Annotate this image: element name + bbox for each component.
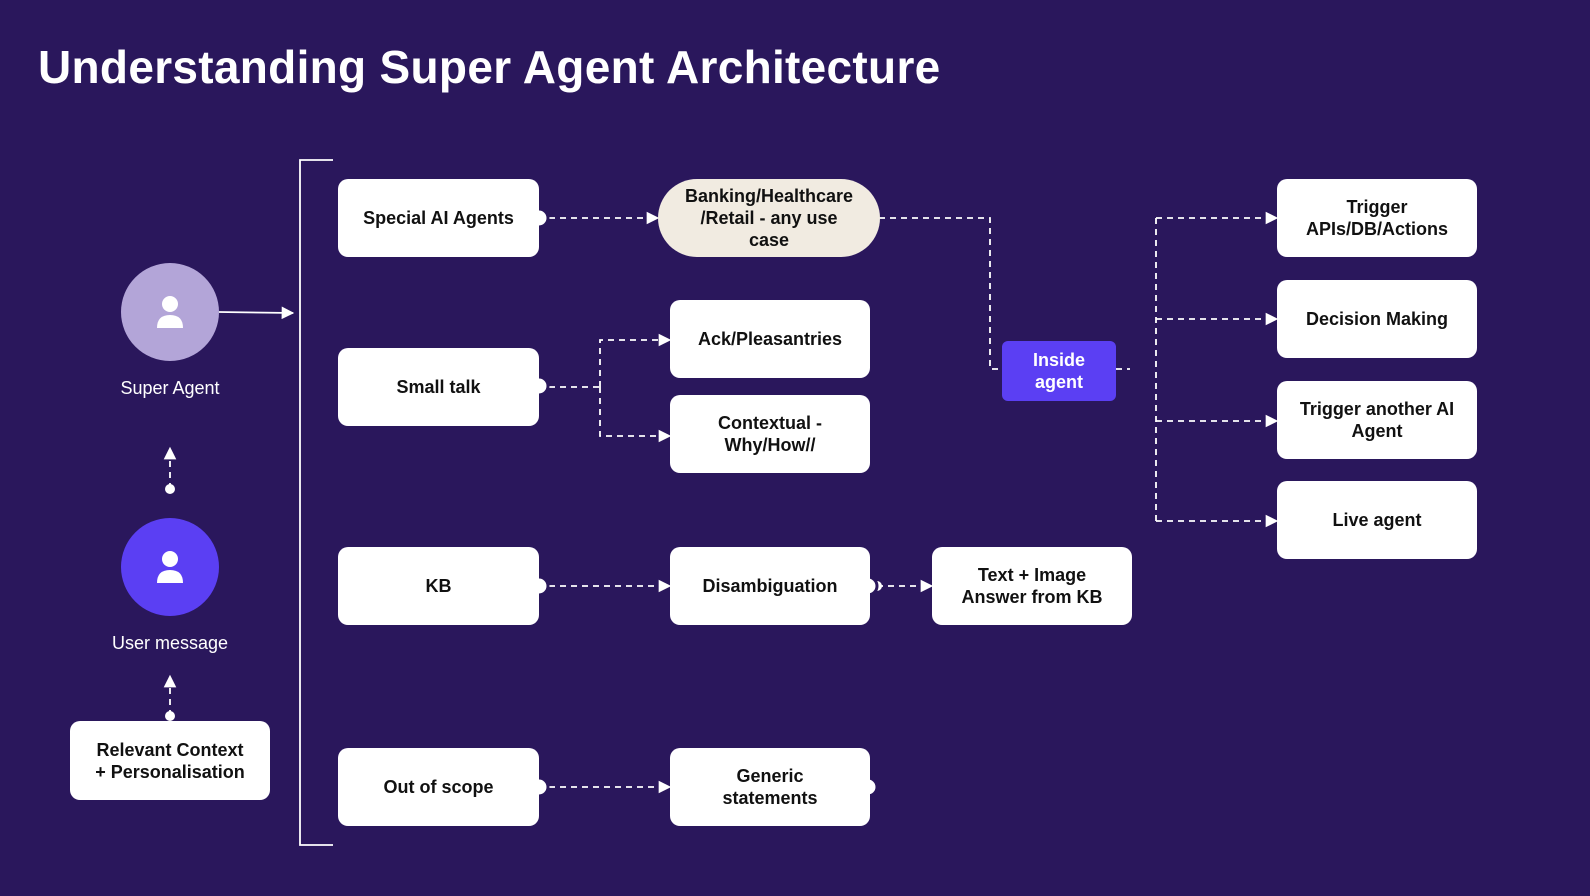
ack-label: Ack/Pleasantries: [697, 329, 843, 349]
context-label: Relevant Context + Personalisation: [95, 739, 245, 782]
action-label: Trigger APIs/DB/Actions: [1305, 197, 1449, 239]
inside-agent-box: Inside agent: [1002, 341, 1116, 401]
kb-answer-label: Text + Image Answer from KB: [961, 565, 1103, 607]
action-trigger-apis: Trigger APIs/DB/Actions: [1277, 179, 1477, 257]
super-agent-label: Super Agent: [120, 378, 220, 398]
connector-dot: [165, 711, 175, 721]
category-small-talk: Small talk: [338, 348, 539, 426]
user-icon: [157, 296, 183, 328]
action-live-agent: Live agent: [1277, 481, 1477, 559]
action-label: Decision Making: [1305, 309, 1449, 329]
contextual-box: Contextual - Why/How//: [670, 395, 870, 473]
connector-smalltalk-to-ack: [599, 333, 672, 387]
inside-agent-label: Inside agent: [1032, 350, 1085, 392]
connector-dot: [165, 484, 175, 494]
disambiguation-box: Disambiguation: [670, 547, 870, 625]
category-out-of-scope: Out of scope: [338, 748, 539, 826]
category-label: Small talk: [396, 377, 481, 397]
category-label: KB: [425, 576, 452, 596]
user-message-node: [121, 518, 219, 616]
category-label: Special AI Agents: [363, 208, 514, 228]
action-trigger-another-agent: Trigger another AI Agent: [1277, 381, 1477, 459]
generic-statements-box: Generic statements: [670, 748, 870, 826]
generic-label: Generic statements: [722, 766, 818, 808]
page-title: Understanding Super Agent Architecture: [38, 41, 941, 93]
connector-smalltalk-to-contextual: [599, 387, 672, 443]
category-kb: KB: [338, 547, 539, 625]
use-case-label: Banking/Healthcare /Retail - any use cas…: [684, 186, 854, 250]
action-decision-making: Decision Making: [1277, 280, 1477, 358]
connector-usecase-to-inside: [857, 217, 1006, 370]
context-box: Relevant Context + Personalisation: [70, 721, 270, 800]
use-case-pill: Banking/Healthcare /Retail - any use cas…: [658, 179, 880, 257]
disambiguation-label: Disambiguation: [702, 576, 838, 596]
contextual-label: Contextual - Why/How//: [717, 413, 822, 455]
category-special-ai-agents: Special AI Agents: [338, 179, 539, 257]
routing-bracket: [299, 159, 333, 846]
ack-pleasantries-box: Ack/Pleasantries: [670, 300, 870, 378]
kb-answer-box: Text + Image Answer from KB: [932, 547, 1132, 625]
action-label: Trigger another AI Agent: [1299, 399, 1455, 441]
user-icon: [157, 551, 183, 583]
connector-super-to-bracket: [218, 306, 295, 320]
user-message-label: User message: [111, 633, 229, 653]
category-label: Out of scope: [383, 777, 494, 797]
action-label: Live agent: [1332, 510, 1422, 530]
super-agent-node: [121, 263, 219, 361]
